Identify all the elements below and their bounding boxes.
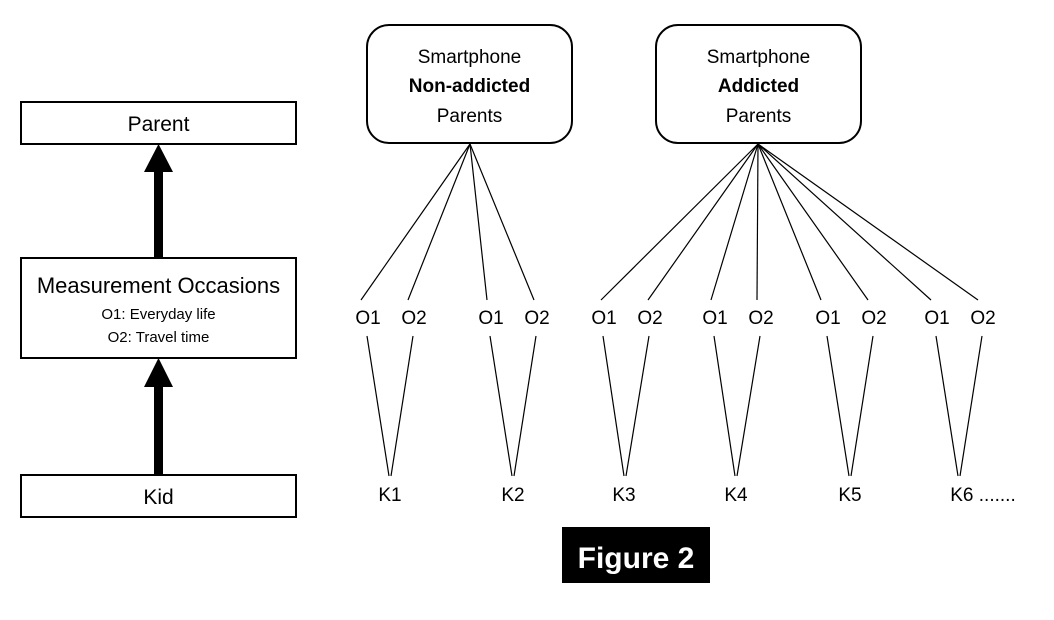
kid-node-k4: K4	[724, 485, 748, 506]
occasion-node-o1: O1	[924, 308, 949, 329]
occasion-node-o2: O2	[401, 308, 426, 329]
occasions-to-parent-arrow	[144, 144, 173, 258]
kid-box: Kid	[20, 474, 297, 518]
occasion-node-o1: O1	[591, 308, 616, 329]
kid-node-k1: K1	[378, 485, 401, 506]
occasion-node-o1: O1	[355, 308, 380, 329]
non-addicted-fan-lines	[360, 143, 535, 301]
measurement-occasions-box: Measurement Occasions O1: Everyday life …	[20, 257, 297, 359]
parent-box-outline	[20, 101, 297, 145]
kid-node-k3: K3	[612, 485, 635, 506]
kid-node-k5: K5	[838, 485, 861, 506]
group-addicted: Smartphone Addicted Parents O1 O2 O1 O2	[591, 24, 1016, 506]
measurement-occasions-title: Measurement Occasions	[37, 273, 280, 298]
occasion-node-o1: O1	[702, 308, 727, 329]
arrow-head-up-icon	[144, 358, 173, 387]
kid-node-k6: K6 .......	[950, 485, 1015, 506]
parent-box-label: Parent	[128, 113, 190, 136]
addicted-kid-labels: K3 K4 K5 K6 .......	[612, 485, 1015, 506]
addicted-fan-lines	[600, 143, 979, 301]
parent-box: Parent	[20, 101, 297, 145]
occasion-o2-description: O2: Travel time	[108, 329, 210, 346]
kid-to-occasions-arrow	[144, 358, 173, 475]
kid-node-k2: K2	[501, 485, 524, 506]
kid-box-outline	[20, 474, 297, 518]
occasion-node-o1: O1	[815, 308, 840, 329]
addicted-box-outline	[655, 24, 862, 144]
occasion-o1-description: O1: Everyday life	[101, 306, 215, 323]
addicted-line1: Smartphone	[707, 47, 811, 68]
legend-column: Parent Measurement Occasions O1: Everyda…	[20, 101, 297, 518]
occasion-node-o2: O2	[970, 308, 995, 329]
occasion-node-o2: O2	[748, 308, 773, 329]
non-addicted-kid-connectors	[366, 335, 537, 477]
non-addicted-box-outline	[366, 24, 573, 144]
figure-caption-label: Figure 2	[578, 542, 695, 575]
addicted-occasion-labels: O1 O2 O1 O2 O1 O2 O1 O2	[591, 308, 995, 329]
non-addicted-line2: Non-addicted	[409, 76, 530, 97]
non-addicted-line1: Smartphone	[418, 47, 522, 68]
figure-caption-background	[562, 527, 710, 583]
measurement-occasions-outline	[20, 257, 297, 359]
occasion-node-o1: O1	[478, 308, 503, 329]
arrow-head-up-icon	[144, 144, 173, 172]
non-addicted-kid-labels: K1 K2	[378, 485, 524, 506]
kid-box-label: Kid	[143, 486, 173, 509]
non-addicted-line3: Parents	[437, 106, 502, 127]
non-addicted-occasion-labels: O1 O2 O1 O2	[355, 308, 549, 329]
occasion-node-o2: O2	[861, 308, 886, 329]
figure-caption: Figure 2	[562, 527, 710, 583]
occasion-node-o2: O2	[524, 308, 549, 329]
addicted-kid-connectors	[602, 335, 983, 477]
group-non-addicted: Smartphone Non-addicted Parents O1 O2 O1…	[355, 24, 573, 506]
occasion-node-o2: O2	[637, 308, 662, 329]
addicted-line2: Addicted	[718, 76, 799, 97]
addicted-line3: Parents	[726, 106, 791, 127]
